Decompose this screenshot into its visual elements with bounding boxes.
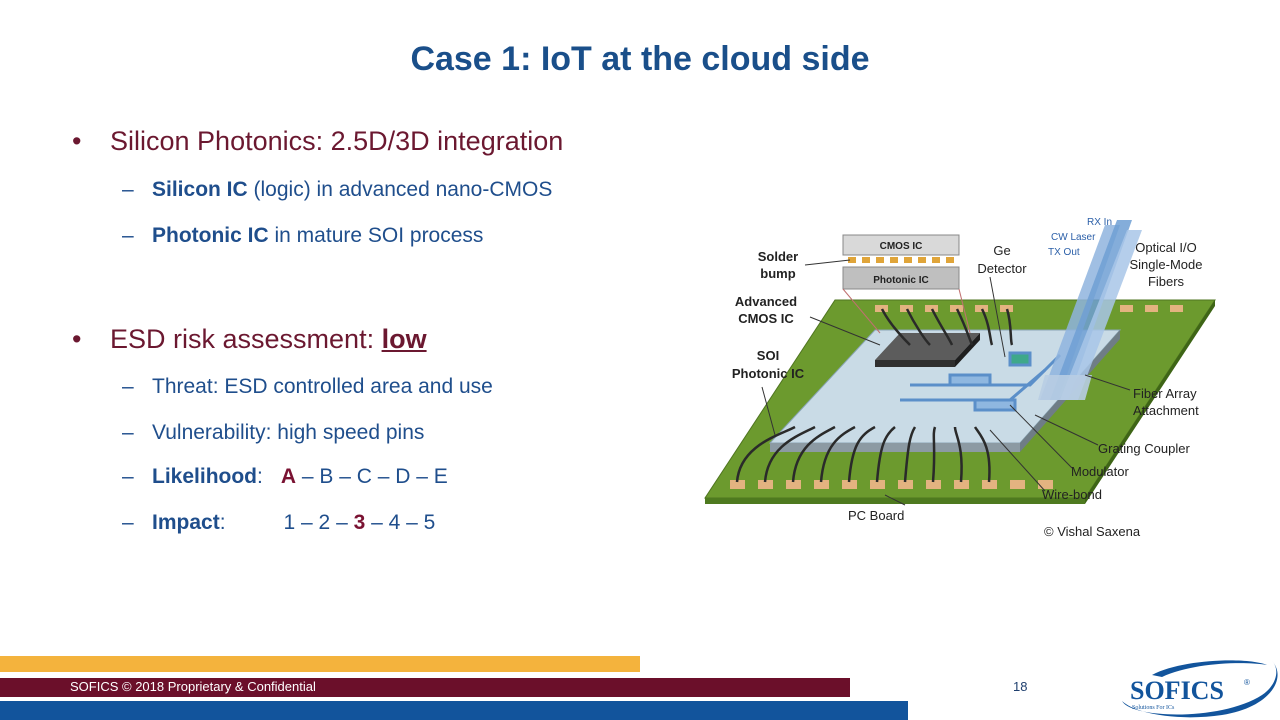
label-fibers: Fibers: [1148, 274, 1185, 289]
dash-icon: –: [122, 511, 134, 534]
dash-icon: –: [122, 224, 134, 247]
impact-colon: :: [219, 511, 226, 534]
likelihood-colon: :: [257, 465, 263, 488]
bullet-dot-icon: •: [72, 126, 82, 156]
leader-lines: [761, 259, 1131, 506]
bullet-silicon-photonics: • Silicon Photonics: 2.5D/3D integration: [72, 126, 563, 157]
label-tx-out: TX Out: [1048, 247, 1080, 258]
logo-tagline: Solutions For ICs: [1132, 705, 1175, 711]
cmos-chip-front: [875, 360, 955, 367]
label-credit: © Vishal Saxena: [1044, 524, 1141, 539]
bullet-text: Silicon Photonics: 2.5D/3D integration: [110, 126, 564, 156]
label-wire-bond: Wire-bond: [1042, 487, 1102, 502]
sub-bullet-vulnerability: –Vulnerability: high speed pins: [122, 421, 424, 445]
layer-stack-inset: CMOS IC Photonic IC: [842, 234, 971, 334]
board-pads-back: [875, 305, 1183, 312]
inset-cmos-ic-label: CMOS IC: [880, 241, 923, 252]
dash-icon: –: [122, 421, 134, 444]
board-pads-front: [730, 480, 1053, 489]
bullet-dot-icon: •: [72, 324, 82, 354]
likelihood-selected: A: [280, 465, 297, 488]
label-ge: Ge: [993, 243, 1010, 258]
label-modulator: Modulator: [1071, 464, 1129, 479]
likelihood-label: Likelihood: [152, 465, 257, 488]
sub-bullet-silicon-ic: –Silicon IC (logic) in advanced nano-CMO…: [122, 178, 552, 202]
sub-bullet-impact: –Impact: 1 – 2 – 3 – 4 – 5: [122, 511, 435, 535]
label-photonic-ic: Photonic IC: [732, 366, 805, 381]
silicon-ic-term: Silicon IC: [152, 178, 248, 201]
waveguides: [900, 351, 1062, 412]
dash-icon: –: [122, 465, 134, 488]
bullet-text: ESD risk assessment:: [110, 324, 382, 354]
label-cw-laser: CW Laser: [1051, 232, 1096, 243]
label-rx-in: RX In: [1087, 217, 1112, 228]
cmos-chip-top: [875, 333, 980, 360]
photonic-ic-term: Photonic IC: [152, 224, 269, 247]
label-attachment: Attachment: [1133, 403, 1199, 418]
risk-level: low: [381, 324, 427, 354]
sub-bullet-threat: –Threat: ESD controlled area and use: [122, 375, 493, 399]
label-fiber-array: Fiber Array: [1133, 386, 1197, 401]
silicon-ic-desc: (logic) in advanced nano-CMOS: [247, 178, 553, 201]
sub-bullet-photonic-ic: –Photonic IC in mature SOI process: [122, 224, 483, 248]
label-single-mode: Single-Mode: [1130, 257, 1203, 272]
sub-bullet-likelihood: –Likelihood: A – B – C – D – E: [122, 465, 448, 489]
footer-copyright: SOFICS © 2018 Proprietary & Confidential: [70, 679, 316, 694]
label-bump: bump: [760, 266, 795, 281]
page-number: 18: [1013, 679, 1028, 694]
diagram-labels: Ge Detector Optical I/O Single-Mode Fibe…: [848, 240, 1203, 539]
threat-text: Threat: ESD controlled area and use: [152, 375, 493, 398]
inset-photonic-ic-label: Photonic IC: [873, 275, 929, 286]
impact-selected: 3: [353, 511, 366, 534]
logo-name: SOFICS: [1130, 676, 1224, 705]
label-pc-board: PC Board: [848, 508, 904, 523]
pc-board-side: [1085, 300, 1215, 504]
diagram-labels-fiber: RX In CW Laser TX Out: [1048, 217, 1112, 258]
label-cmos-ic: CMOS IC: [738, 311, 794, 326]
pc-board-edge: [705, 498, 1085, 504]
dash-icon: –: [122, 375, 134, 398]
label-advanced: Advanced: [735, 294, 797, 309]
footer-bar-maroon: [0, 678, 850, 697]
label-soi: SOI: [757, 348, 779, 363]
logo-registered: ®: [1244, 678, 1250, 687]
vulnerability-text: Vulnerability: high speed pins: [152, 421, 425, 444]
silicon-photonics-diagram: CMOS IC Photonic IC Solder bump Advanced…: [704, 217, 1216, 539]
impact-scale-start: 1 – 2 –: [283, 511, 354, 534]
footer-bar-orange: [0, 656, 640, 672]
label-optical-io: Optical I/O: [1135, 240, 1196, 255]
wire-bonds: [735, 308, 1014, 483]
logo-swoosh-top: [1152, 660, 1267, 677]
label-solder: Solder: [758, 249, 798, 264]
footer-bar-blue: [0, 701, 908, 720]
cmos-chip-side: [955, 333, 980, 367]
sofics-logo: SOFICS ® Solutions For ICs: [1122, 660, 1278, 718]
slide-title: Case 1: IoT at the cloud side: [410, 40, 870, 78]
likelihood-scale: – B – C – D – E: [296, 465, 448, 488]
photonic-ic-desc: in mature SOI process: [268, 224, 484, 247]
label-detector: Detector: [977, 261, 1027, 276]
diagram-labels-bold: Solder bump Advanced CMOS IC SOI Photoni…: [732, 249, 805, 381]
dash-icon: –: [122, 178, 134, 201]
bullet-esd-risk: • ESD risk assessment: low: [72, 324, 427, 355]
impact-scale-end: – 4 – 5: [365, 511, 436, 534]
impact-label: Impact: [152, 511, 220, 534]
label-grating-coupler: Grating Coupler: [1098, 441, 1190, 456]
optical-fibers: [1038, 220, 1142, 400]
